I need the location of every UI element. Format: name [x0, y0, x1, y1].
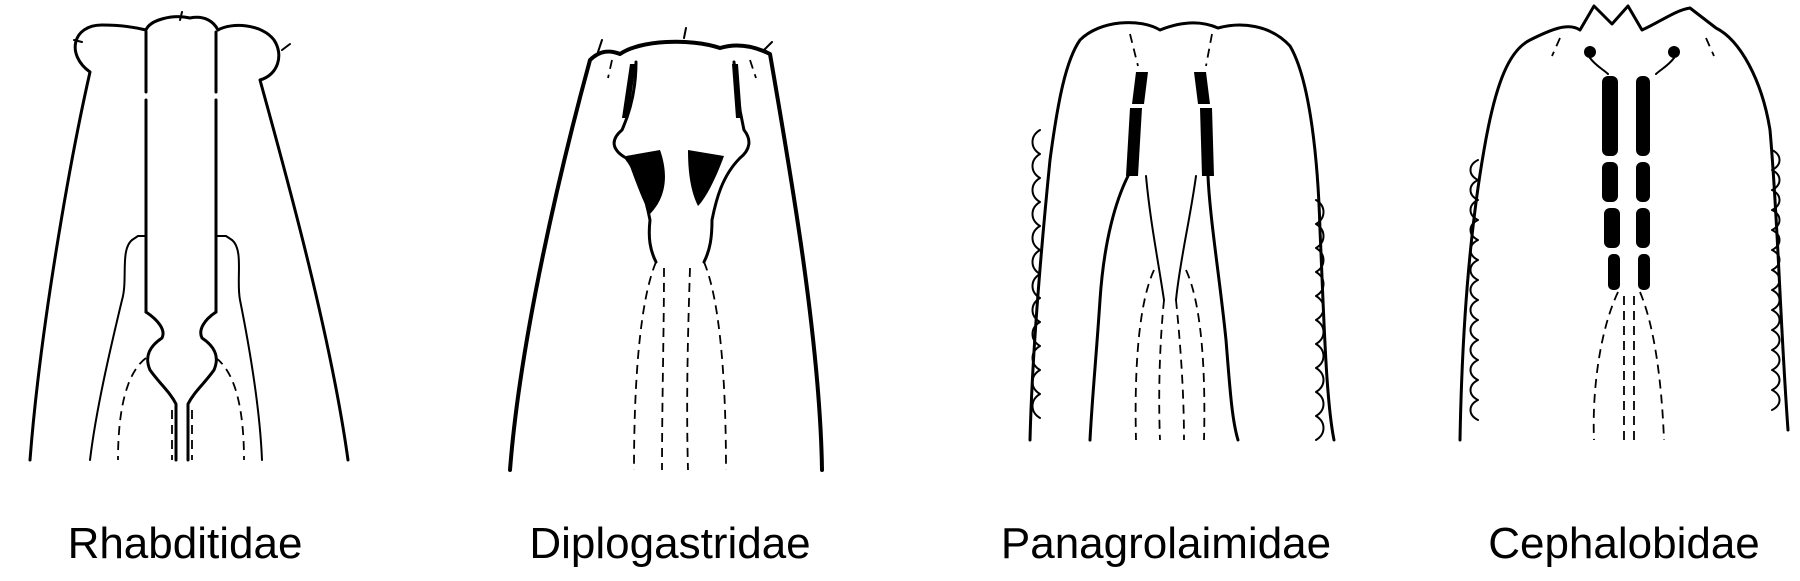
panel-label-rhabditidae: Rhabditidae [68, 519, 303, 568]
panel-label-cephalobidae: Cephalobidae [1488, 519, 1760, 568]
cephalobidae-head-drawing [1458, 4, 1790, 442]
panagrolaimidae-head-drawing [1028, 21, 1336, 442]
panel-label-panagrolaimidae: Panagrolaimidae [1001, 519, 1331, 568]
panel-label-diplogastridae: Diplogastridae [529, 519, 810, 568]
rhabditidae-head-drawing [28, 11, 350, 462]
diplogastridae-head-drawing [508, 27, 824, 472]
